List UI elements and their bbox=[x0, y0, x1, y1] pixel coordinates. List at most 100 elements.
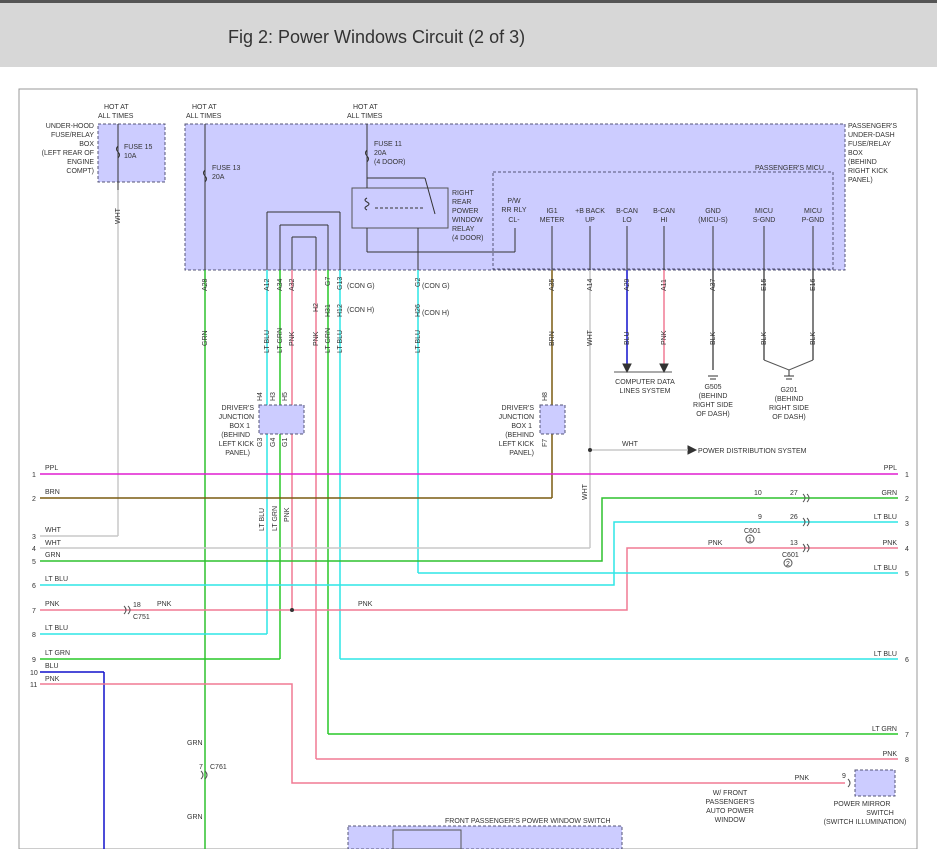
row-number: 2 bbox=[905, 496, 909, 503]
row-number: 7 bbox=[32, 608, 36, 615]
pin-label: A37 bbox=[710, 278, 717, 291]
passenger-box-label: (BEHIND bbox=[848, 159, 877, 166]
wire-color-label: PNK bbox=[284, 507, 291, 522]
micu-pin-label: B-CAN bbox=[653, 208, 675, 215]
driver-junction-box-left bbox=[258, 404, 305, 435]
wire-color-label: PNK bbox=[45, 601, 60, 608]
wire-color-label: LT GRN bbox=[272, 506, 279, 531]
pin-label: H3 bbox=[270, 392, 277, 401]
under-hood-box-label: FUSE/RELAY bbox=[51, 132, 94, 139]
pin-label: H31 bbox=[325, 304, 332, 317]
computer-data-label: LINES SYSTEM bbox=[620, 388, 671, 395]
row-number: 4 bbox=[905, 546, 909, 553]
splice-point bbox=[290, 608, 294, 612]
figure-header: Fig 2: Power Windows Circuit (2 of 3) bbox=[0, 3, 937, 67]
pin-label: G7 bbox=[325, 277, 332, 286]
splice-point bbox=[588, 448, 592, 452]
wire-color-label: PNK bbox=[795, 775, 810, 782]
wire-color-label: LT BLU bbox=[45, 625, 68, 632]
wire-color-label: LT BLU bbox=[874, 514, 897, 521]
wire-color-label: LT BLU bbox=[337, 330, 344, 353]
wire-color-label: WHT bbox=[115, 207, 122, 224]
connector-label: (CON G) bbox=[347, 283, 375, 290]
wire-color-label: BRN bbox=[549, 331, 556, 346]
connector-label: C761 bbox=[210, 764, 227, 771]
connector-label: (CON H) bbox=[347, 307, 374, 314]
row-number: 3 bbox=[32, 534, 36, 541]
passenger-box-label: RIGHT KICK bbox=[848, 168, 888, 175]
pin-label: A14 bbox=[587, 278, 594, 291]
auto-window-label: W/ FRONT bbox=[713, 790, 748, 797]
wire-color-label: PNK bbox=[358, 601, 373, 608]
row-number: 6 bbox=[905, 657, 909, 664]
wire-color-label: LT BLU bbox=[259, 508, 266, 531]
micu-pin-label: +B BACK bbox=[575, 208, 605, 215]
wire-color-label: PNK bbox=[45, 676, 60, 683]
row-number: 1 bbox=[32, 472, 36, 479]
row-number: 2 bbox=[32, 496, 36, 503]
row-number: 6 bbox=[32, 583, 36, 590]
wire-color-label: PNK bbox=[661, 330, 668, 345]
ground-g201-label: (BEHIND bbox=[775, 396, 804, 403]
micu-pin-label: P-GND bbox=[802, 217, 825, 224]
micu-pin-label: LO bbox=[622, 217, 632, 224]
under-hood-box-label: (LEFT REAR OF bbox=[42, 150, 94, 157]
wire-color-label: WHT bbox=[622, 441, 639, 448]
auto-window-label: PASSENGER'S bbox=[705, 799, 754, 806]
wire-color-label: LT GRN bbox=[872, 726, 897, 733]
wire-color-label: LT GRN bbox=[277, 328, 284, 353]
row-number: 4 bbox=[32, 546, 36, 553]
row-number: 9 bbox=[32, 657, 36, 664]
wire-color-label: LT GRN bbox=[45, 650, 70, 657]
connector-circle-number: 1 bbox=[748, 537, 752, 544]
connector-circle-number: 2 bbox=[786, 561, 790, 568]
micu-pin-label: UP bbox=[585, 217, 595, 224]
pin-label: G13 bbox=[337, 277, 344, 290]
pin-label: F7 bbox=[542, 439, 549, 447]
connector-pin: 9 bbox=[758, 514, 762, 521]
pin-label: H8 bbox=[542, 392, 549, 401]
row-number: 3 bbox=[905, 521, 909, 528]
junction-box-label: LEFT KICK bbox=[499, 441, 535, 448]
top-border bbox=[0, 0, 937, 3]
connector-pin: 27 bbox=[790, 490, 798, 497]
junction-box-label: BOX 1 bbox=[229, 423, 250, 430]
wire-color-label: PPL bbox=[45, 465, 58, 472]
micu-pin-label: METER bbox=[540, 217, 565, 224]
wire-color-label: LT BLU bbox=[45, 576, 68, 583]
power-mirror-label: SWITCH bbox=[866, 810, 894, 817]
micu-pin-label: MICU bbox=[804, 208, 822, 215]
wire-color-label: LT GRN bbox=[325, 328, 332, 353]
auto-window-label: AUTO POWER bbox=[706, 808, 754, 815]
connector-pin: 18 bbox=[133, 602, 141, 609]
connector-label: C601 bbox=[782, 552, 799, 559]
diagram-frame bbox=[18, 88, 918, 849]
wire-color-label: BLK bbox=[810, 331, 817, 345]
pin-label: H4 bbox=[257, 392, 264, 401]
under-hood-box-label: COMPT) bbox=[66, 168, 94, 175]
computer-data-label: COMPUTER DATA bbox=[615, 379, 675, 386]
junction-box-label: (BEHIND bbox=[221, 432, 250, 439]
connector-label: (CON G) bbox=[422, 283, 450, 290]
micu-pin-label: (MICU-S) bbox=[698, 217, 728, 224]
pin-label: H12 bbox=[337, 304, 344, 317]
junction-box-label: JUNCTION bbox=[499, 414, 534, 421]
wire-color-label: PNK bbox=[313, 331, 320, 346]
fuse-13-label: FUSE 13 bbox=[212, 165, 241, 172]
under-hood-fuse-box bbox=[97, 123, 166, 183]
power-distribution-label: POWER DISTRIBUTION SYSTEM bbox=[698, 448, 807, 455]
pin-label: G2 bbox=[415, 278, 422, 287]
relay-label: POWER bbox=[452, 208, 478, 215]
pin-label: A28 bbox=[202, 278, 209, 291]
wire-color-label: BLK bbox=[761, 331, 768, 345]
ground-g505-label: G505 bbox=[704, 384, 721, 391]
passenger-box-label: BOX bbox=[848, 150, 863, 157]
auto-window-label: WINDOW bbox=[715, 817, 746, 824]
junction-box-label: BOX 1 bbox=[511, 423, 532, 430]
wire-color-label: GRN bbox=[881, 490, 897, 497]
wire-color-label: LT BLU bbox=[874, 565, 897, 572]
ground-g505-label: RIGHT SIDE bbox=[693, 402, 733, 409]
wire-color-label: BLU bbox=[624, 331, 631, 345]
hot-at-label: HOT AT bbox=[104, 104, 129, 111]
wire-color-label: WHT bbox=[587, 329, 594, 346]
